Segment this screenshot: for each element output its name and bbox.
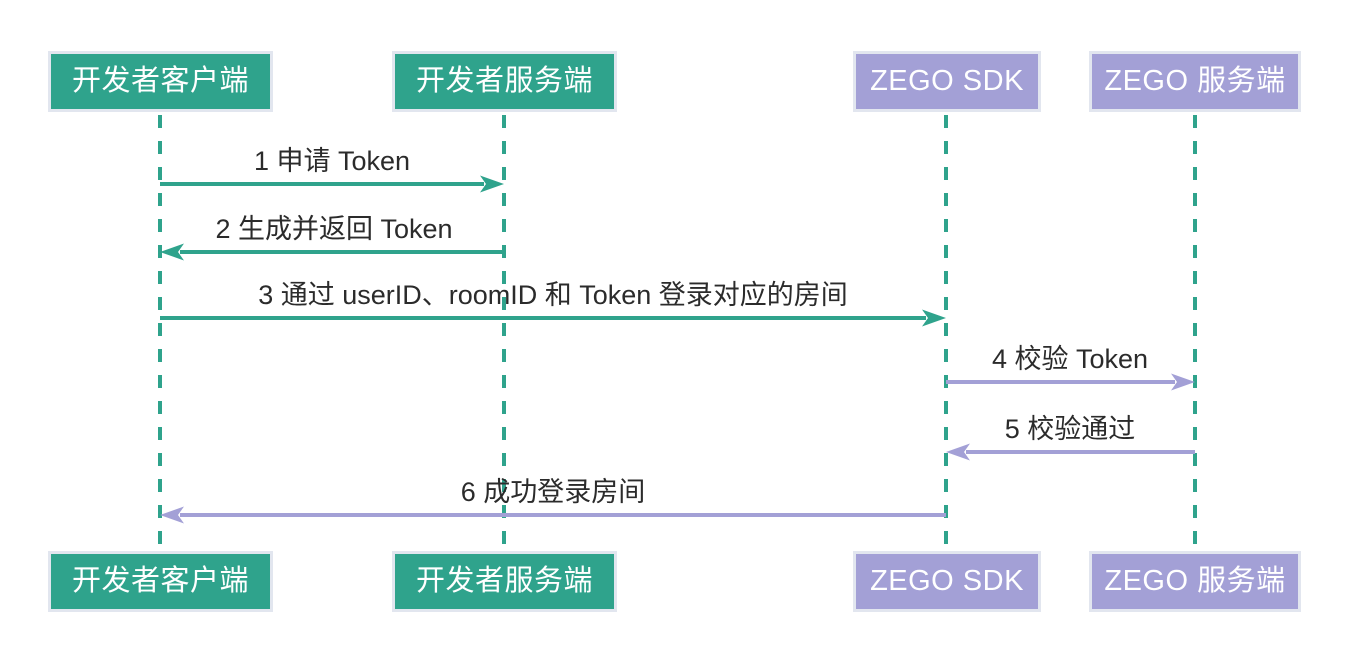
arrow-head-icon — [922, 309, 946, 327]
message-label-4: 4 校验 Token — [991, 344, 1149, 374]
message-arrow-5 — [946, 443, 1195, 461]
actor-label: 开发者服务端 — [415, 565, 593, 597]
actor-box-dev-server-bottom: 开发者服务端 — [392, 551, 617, 612]
arrow-head-icon — [946, 443, 970, 461]
actor-label: 开发者客户端 — [71, 565, 249, 597]
message-label-1: 1 申请 Token — [253, 146, 411, 176]
arrow-head-icon — [1171, 373, 1195, 391]
message-arrow-2 — [160, 243, 504, 261]
message-label-6: 6 成功登录房间 — [460, 477, 646, 507]
actor-box-zego-server-top: ZEGO 服务端 — [1089, 51, 1301, 112]
actor-box-dev-client-top: 开发者客户端 — [48, 51, 273, 112]
actor-label: ZEGO SDK — [870, 65, 1024, 97]
message-arrow-4 — [946, 373, 1195, 391]
arrow-head-icon — [160, 506, 184, 524]
arrow-head-icon — [480, 175, 504, 193]
actor-box-zego-sdk-top: ZEGO SDK — [853, 51, 1041, 112]
message-label-3: 3 通过 userID、roomID 和 Token 登录对应的房间 — [258, 280, 848, 310]
arrow-head-icon — [160, 243, 184, 261]
actor-box-zego-sdk-bottom: ZEGO SDK — [853, 551, 1041, 612]
message-label-5: 5 校验通过 — [1004, 414, 1136, 444]
actor-label: ZEGO 服务端 — [1104, 65, 1286, 97]
actor-label: 开发者客户端 — [71, 65, 249, 97]
message-arrow-3 — [160, 309, 946, 327]
actor-label: 开发者服务端 — [415, 65, 593, 97]
message-label-2: 2 生成并返回 Token — [215, 214, 453, 244]
actor-label: ZEGO SDK — [870, 565, 1024, 597]
actor-box-dev-client-bottom: 开发者客户端 — [48, 551, 273, 612]
actor-box-zego-server-bottom: ZEGO 服务端 — [1089, 551, 1301, 612]
message-arrow-1 — [160, 175, 504, 193]
actor-label: ZEGO 服务端 — [1104, 565, 1286, 597]
message-arrow-6 — [160, 506, 946, 524]
actor-box-dev-server-top: 开发者服务端 — [392, 51, 617, 112]
